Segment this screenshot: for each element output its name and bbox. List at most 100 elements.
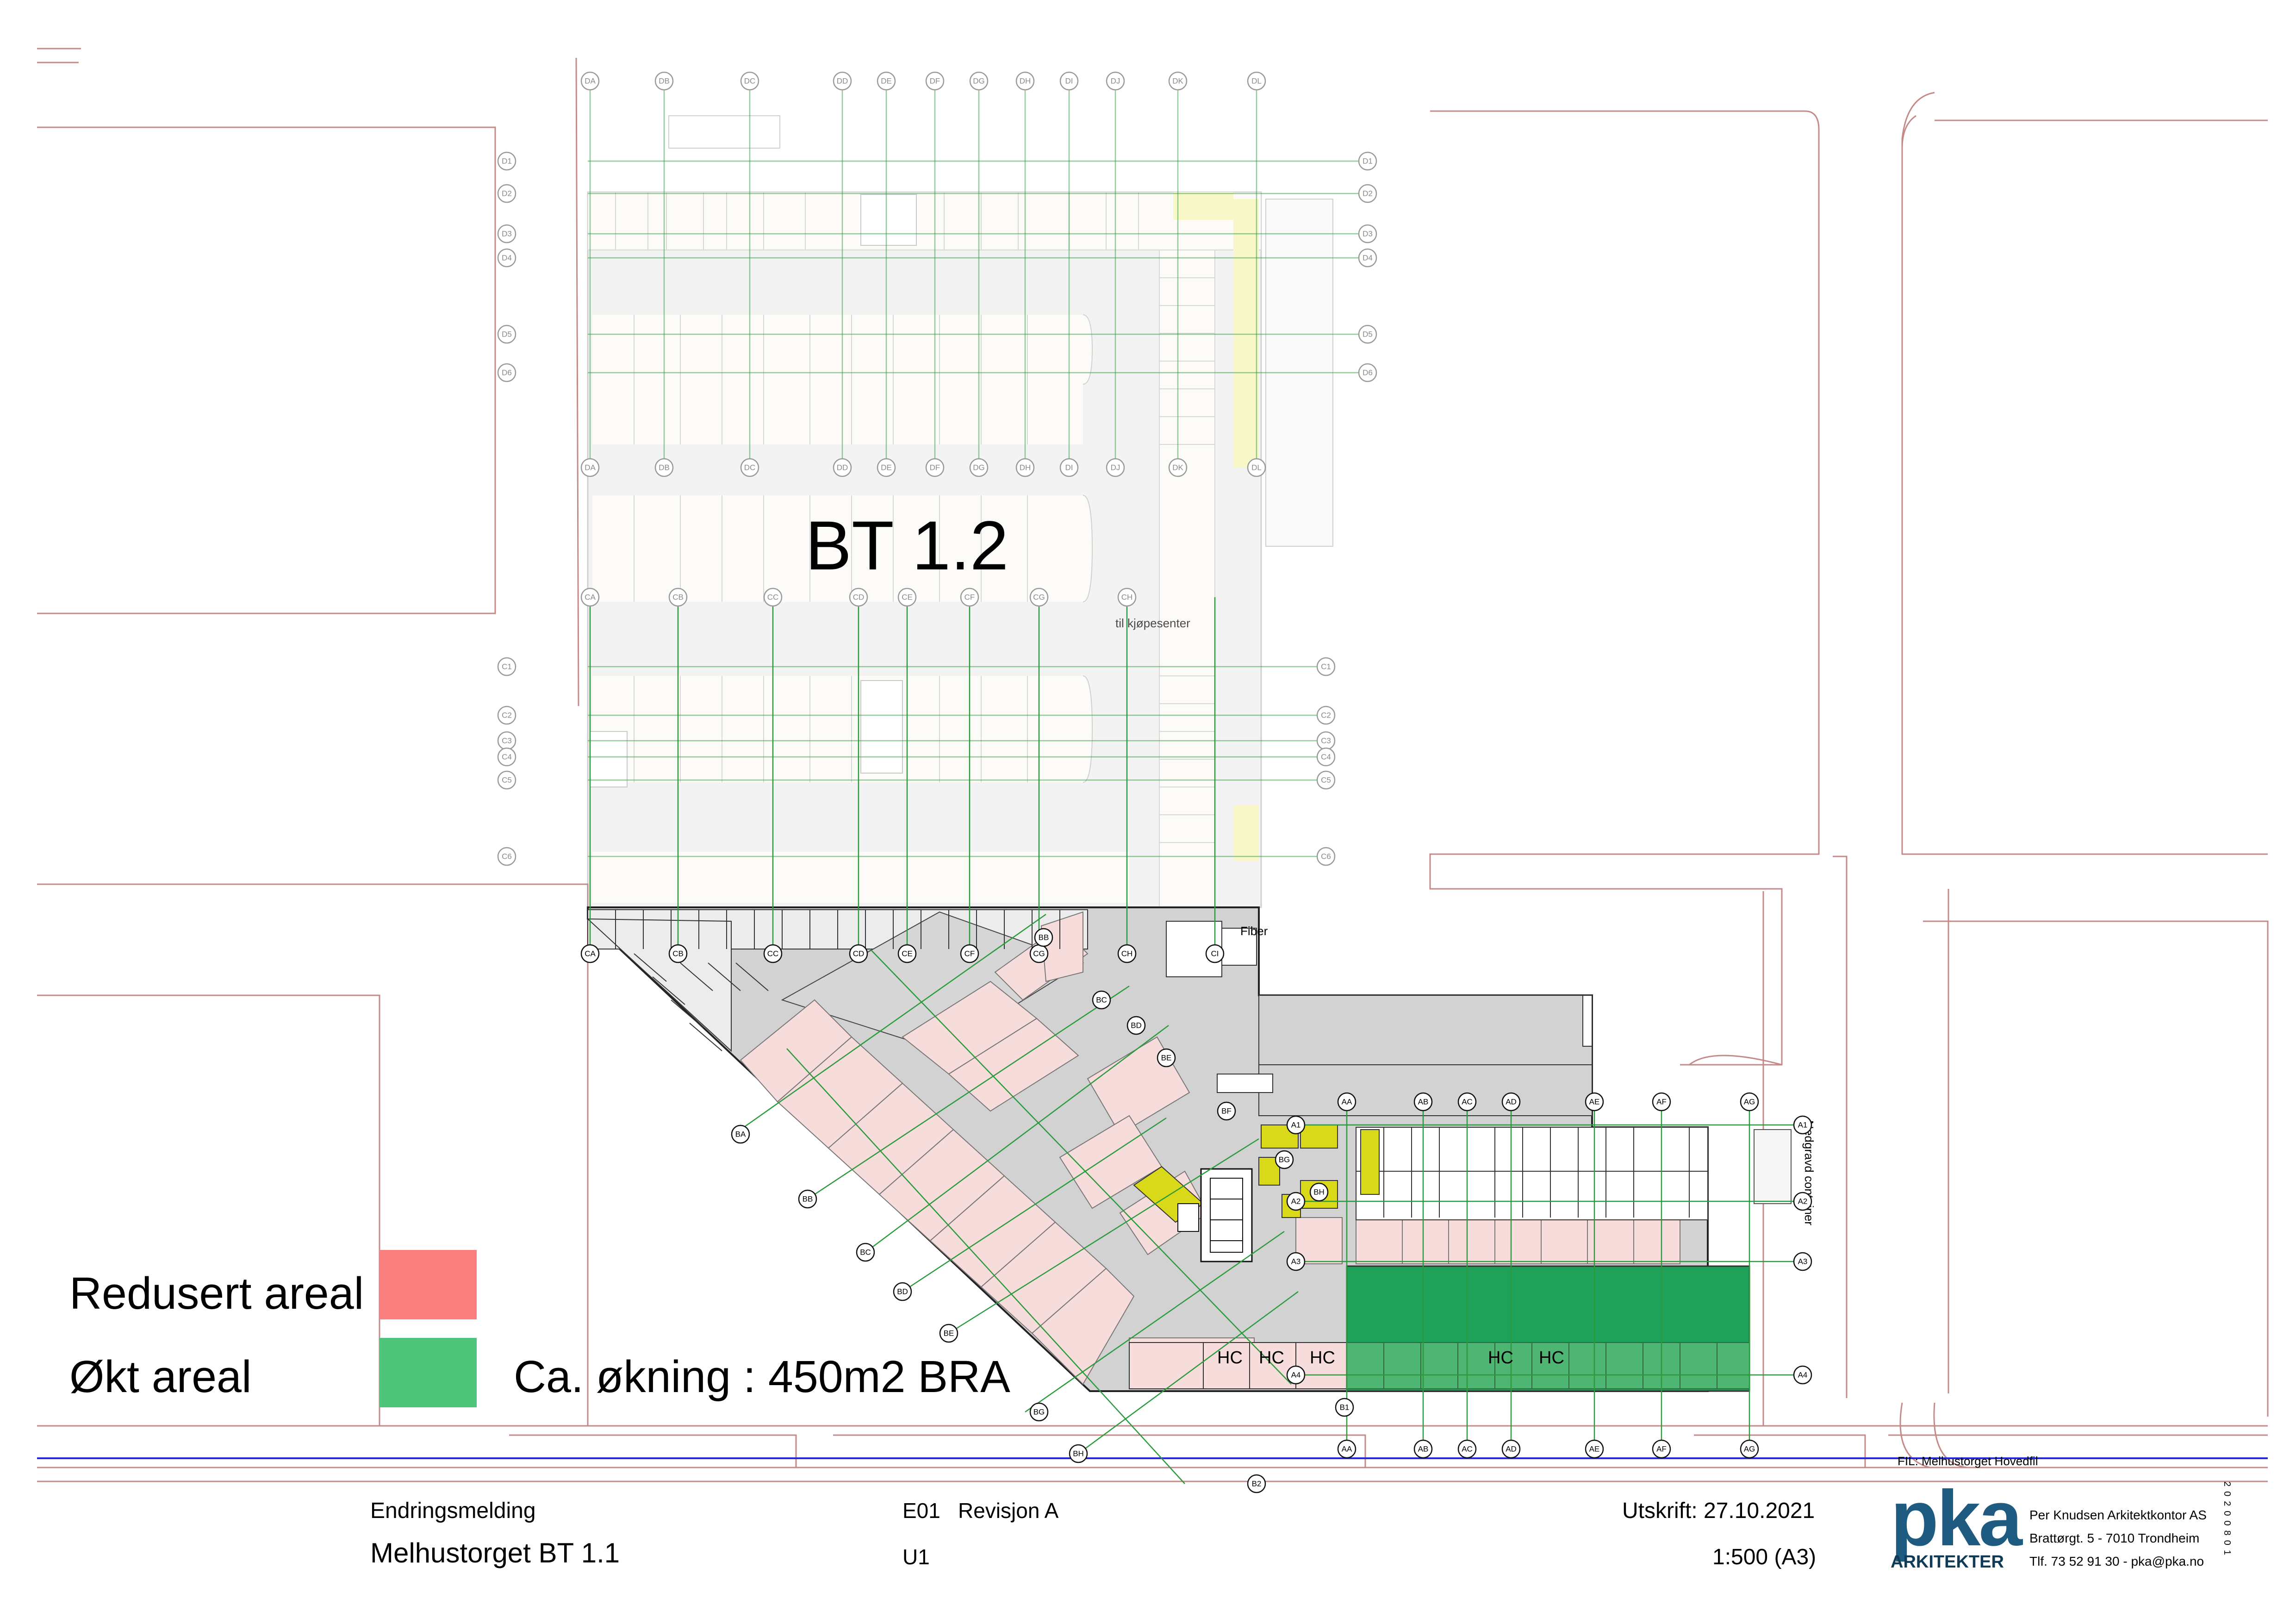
fiber-label: Fiber — [1240, 924, 1268, 938]
grid-bubble-label: D3 — [502, 230, 512, 238]
grid-lines — [588, 81, 1803, 1484]
grid-bubble — [1585, 1092, 1604, 1112]
road-label: FIL: Melhustorget Hovedfil — [1898, 1454, 2038, 1468]
grid-bubble — [497, 184, 516, 203]
grid-bubble-label: DK — [1172, 463, 1183, 472]
grid-bubble-label: CF — [964, 949, 975, 958]
grid-bubble — [833, 71, 852, 91]
grid-bubble-label: CG — [1033, 949, 1045, 958]
grid-bubble-label: C3 — [1321, 737, 1331, 745]
grid-bubble-label: BC — [860, 1248, 871, 1257]
grid-bubble — [897, 587, 917, 607]
grid-bubble — [925, 458, 945, 477]
grid-bubble-label: BE — [1161, 1054, 1172, 1062]
grid-bubble — [668, 944, 688, 963]
grid-bubble-label: AA — [1342, 1445, 1352, 1454]
grid-bubble — [1247, 1474, 1266, 1493]
grid-bubble — [960, 587, 979, 607]
grid-bubble — [969, 458, 989, 477]
grid-bubble-label: D6 — [1363, 369, 1373, 377]
company-address: Brattørgt. 5 - 7010 Trondheim — [2029, 1531, 2200, 1545]
grid-bubble — [1029, 1402, 1049, 1422]
grid-bubble — [1358, 363, 1377, 382]
grid-bubble-label: A4 — [1291, 1371, 1301, 1380]
grid-bubble — [1205, 944, 1225, 963]
grid-bubble-label: CF — [964, 593, 975, 602]
grid-bubble — [1316, 847, 1336, 866]
grid-bubble-label: C4 — [1321, 753, 1331, 762]
grid-bubble — [1106, 458, 1125, 477]
grid-bubble-label: CB — [672, 949, 684, 958]
grid-bubble-label: D1 — [502, 157, 512, 166]
grid-bubble — [763, 944, 783, 963]
grid-bubble — [877, 458, 896, 477]
grid-bubble-label: D5 — [1363, 330, 1373, 339]
grid-bubble-label: DG — [973, 463, 985, 472]
grid-bubble-label: DA — [585, 463, 596, 472]
scale-label: 1:500 (A3) — [1712, 1545, 1817, 1569]
grid-bubble-label: BB — [1039, 933, 1049, 942]
pka-logo-subtitle: ARKITEKTER — [1891, 1552, 2004, 1572]
grid-bubble-label: CC — [767, 949, 779, 958]
grid-bubble — [1413, 1439, 1433, 1459]
drawing-number: E01 — [902, 1499, 940, 1523]
grid-bubble-label: D3 — [1363, 230, 1373, 238]
grid-bubble-label: CD — [853, 593, 865, 602]
grid-bubble — [1034, 928, 1053, 947]
grid-bubble — [1316, 706, 1336, 725]
grid-bubble — [1286, 1115, 1306, 1135]
grid-bubble — [1585, 1439, 1604, 1459]
grid-bubble-label: BD — [897, 1287, 908, 1296]
grid-bubble — [856, 1243, 875, 1262]
grid-bubble — [740, 71, 759, 91]
grid-bubble-label: D4 — [1363, 254, 1373, 262]
grid-bubble — [1457, 1439, 1477, 1459]
grid-bubble-label: DI — [1065, 77, 1073, 86]
grid-bubble-label: DJ — [1111, 463, 1120, 472]
grid-bubble-label: A3 — [1798, 1257, 1808, 1266]
grid-bubble — [1092, 990, 1111, 1010]
grid-bubble — [1168, 458, 1188, 477]
grid-bubble-label: AE — [1589, 1445, 1600, 1454]
level-label: U1 — [902, 1545, 930, 1569]
grid-bubble-label: D2 — [502, 189, 512, 198]
grid-bubbles: DADADBDBDCDCDDDDDEDEDFDFDGDGDHDHDIDIDJDJ… — [497, 71, 1812, 1493]
print-date: Utskrift: 27.10.2021 — [1622, 1499, 1815, 1523]
grid-bubble-label: C6 — [1321, 852, 1331, 861]
grid-bubble-label: D6 — [502, 369, 512, 377]
grid-bubble — [580, 587, 600, 607]
grid-bubble-label: DA — [585, 77, 596, 86]
grid-bubble-label: A4 — [1798, 1371, 1808, 1380]
company-contact: Tlf. 73 52 91 30 - pka@pka.no — [2029, 1554, 2204, 1568]
legend-reduced-label: Redusert areal — [69, 1268, 364, 1318]
grid-bubble-label: AF — [1656, 1445, 1667, 1454]
grid-bubble — [897, 944, 917, 963]
grid-bubble — [654, 71, 674, 91]
grid-bubble — [1117, 944, 1137, 963]
u1-floor — [586, 906, 1792, 1392]
grid-bubble — [1217, 1101, 1236, 1121]
grid-bubble-label: AG — [1744, 1445, 1755, 1454]
grid-bubble — [1501, 1439, 1521, 1459]
grid-bubble-label: BH — [1073, 1449, 1084, 1458]
grid-bubble — [1652, 1439, 1671, 1459]
grid-bubble — [1501, 1092, 1521, 1112]
grid-bubble-label: AA — [1342, 1098, 1352, 1106]
grid-bubble — [1157, 1048, 1176, 1068]
grid-bubble — [1793, 1192, 1812, 1211]
grid-bubble — [939, 1324, 958, 1343]
grid-bubble-label: DK — [1172, 77, 1183, 86]
building-label: BT 1.2 — [805, 506, 1008, 584]
grid-bubble — [1335, 1398, 1354, 1417]
grid-bubble — [497, 224, 516, 244]
hc-label: HC — [1259, 1348, 1284, 1368]
grid-bubble-label: DE — [881, 463, 892, 472]
grid-bubble — [580, 944, 600, 963]
grid-bubble — [497, 747, 516, 767]
legend-increased-label: Økt areal — [69, 1351, 252, 1402]
grid-bubble — [1168, 71, 1188, 91]
grid-bubble-label: CD — [853, 949, 865, 958]
grid-bubble — [668, 587, 688, 607]
grid-bubble-label: D1 — [1363, 157, 1373, 166]
grid-bubble — [1316, 657, 1336, 676]
